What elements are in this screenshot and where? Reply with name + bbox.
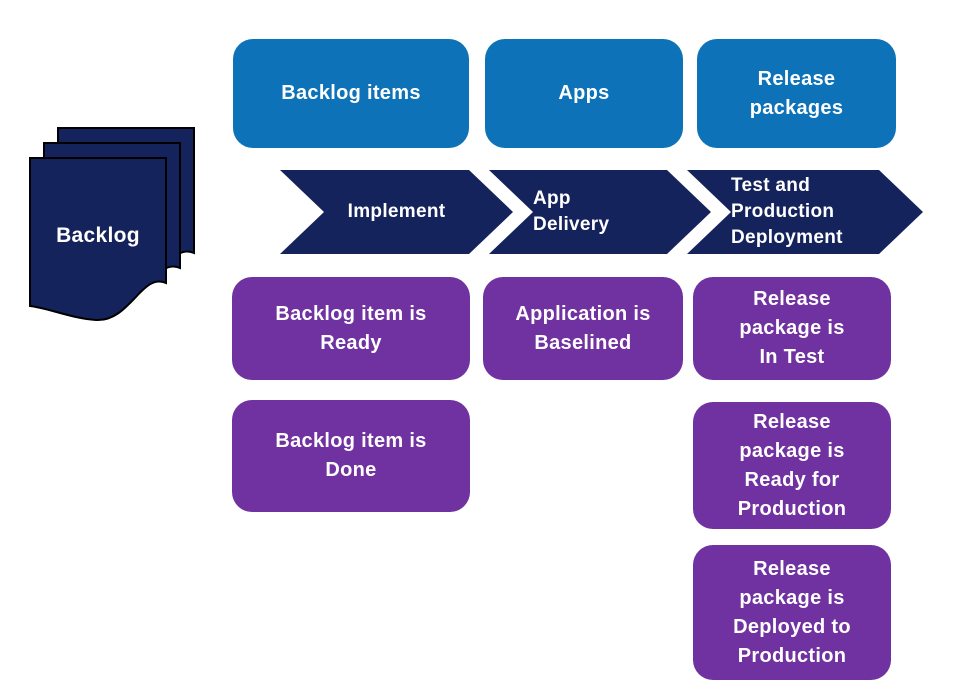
phase-app-delivery-label: App Delivery bbox=[533, 188, 610, 235]
artifact-backlog-items-label: Backlog items bbox=[281, 82, 421, 104]
state-release-package-is-deployed-to-production-box: Release package is Deployed to Productio… bbox=[693, 545, 891, 680]
artifact-apps-label: Apps bbox=[558, 82, 610, 104]
state-backlog-item-is-ready-label: Backlog item is Ready bbox=[275, 302, 427, 354]
backlog-documents-icon: Backlog bbox=[29, 127, 195, 322]
artifact-backlog-items-box: Backlog items bbox=[233, 39, 469, 148]
state-release-package-is-ready-for-production-box: Release package is Ready for Production bbox=[693, 402, 891, 529]
artifact-apps-box: Apps bbox=[485, 39, 683, 148]
state-release-package-is-in-test-label: Release package is In Test bbox=[739, 288, 845, 368]
artifact-release-packages-label: Release packages bbox=[749, 67, 844, 119]
state-release-package-is-ready-for-production-label: Release package is Ready for Production bbox=[737, 410, 847, 520]
state-release-package-is-deployed-to-production-label: Release package is Deployed to Productio… bbox=[733, 557, 851, 667]
backlog-label: Backlog bbox=[56, 224, 140, 247]
state-backlog-item-is-done-label: Backlog item is Done bbox=[275, 430, 427, 481]
phase-test-and-production-deployment-label: Test and Production Deployment bbox=[731, 175, 843, 248]
artifact-release-packages-box: Release packages bbox=[697, 39, 896, 148]
state-backlog-item-is-done-box: Backlog item is Done bbox=[232, 400, 470, 512]
document-sheet-front bbox=[29, 157, 167, 322]
phase-implement-chevron: Implement bbox=[280, 170, 513, 254]
state-backlog-item-is-ready-box: Backlog item is Ready bbox=[232, 277, 470, 380]
state-application-is-baselined-box: Application is Baselined bbox=[483, 277, 683, 380]
state-release-package-is-in-test-box: Release package is In Test bbox=[693, 277, 891, 380]
state-application-is-baselined-label: Application is Baselined bbox=[515, 302, 651, 354]
phase-implement-label: Implement bbox=[347, 201, 446, 222]
phase-app-delivery-chevron: App Delivery bbox=[489, 170, 711, 254]
phase-test-and-production-deployment-chevron: Test and Production Deployment bbox=[687, 170, 923, 254]
